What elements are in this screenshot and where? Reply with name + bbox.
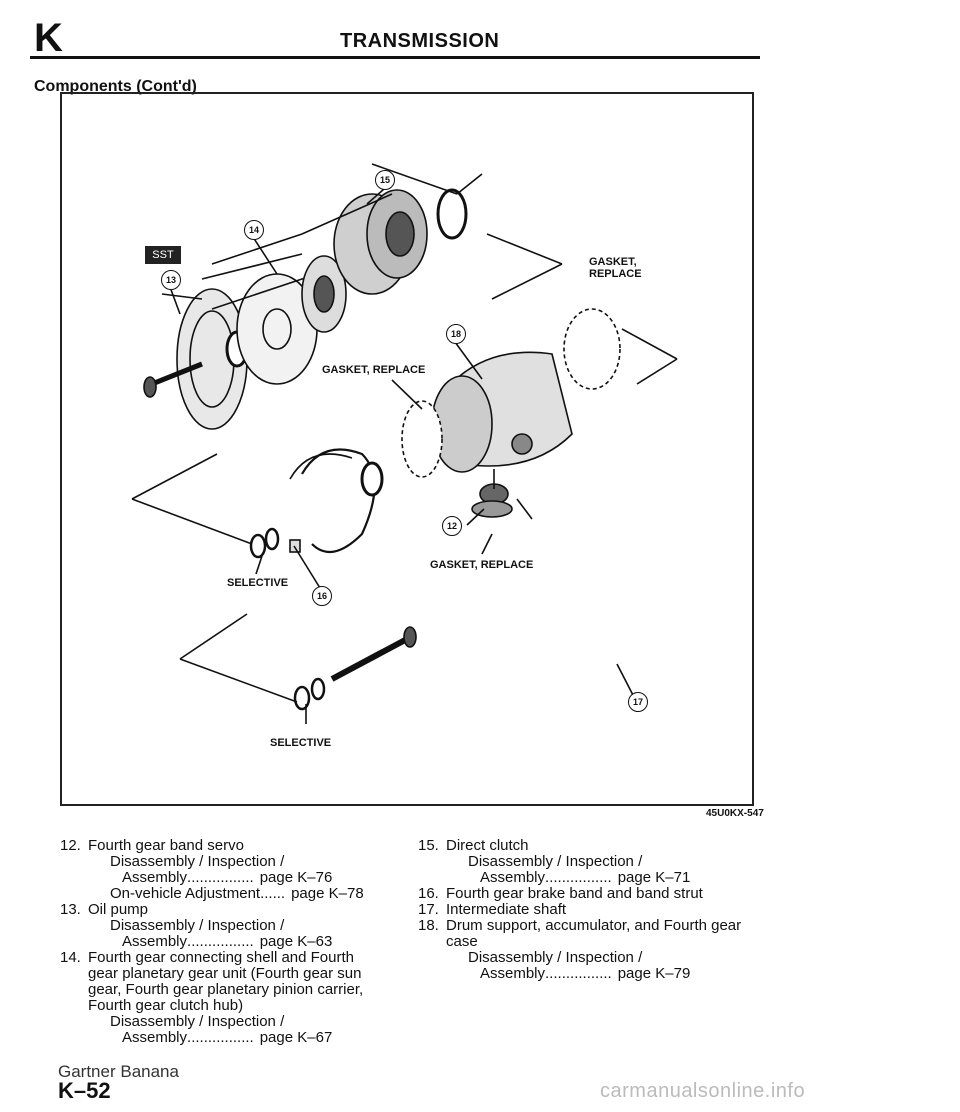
item-number: 18. <box>418 917 439 934</box>
ref-label: Assembly <box>480 965 546 982</box>
item-title: Drum support, accumulator, and Fourth ge… <box>446 917 742 934</box>
item-continuation: case <box>446 933 478 950</box>
exploded-view-drawing <box>131 163 678 724</box>
item-number: 13. <box>60 901 81 918</box>
ref-dots: ................ <box>187 1029 254 1046</box>
item-number: 15. <box>418 837 439 854</box>
item-title: Fourth gear band servo <box>88 837 244 854</box>
ref-page: page K–78 <box>291 885 364 902</box>
callout-12: 12 <box>442 516 462 536</box>
item-title: Intermediate shaft <box>446 901 567 918</box>
label-gasket-replace-low: GASKET, REPLACE <box>430 559 534 571</box>
item-number: 14. <box>60 949 81 966</box>
exploded-view-figure: SST 15 14 13 18 12 16 17 GASKET, REPLACE… <box>60 92 754 806</box>
section-letter: K <box>34 16 63 60</box>
watermark-text: Gartner Banana <box>58 1062 179 1081</box>
list-item-18: 18. Drum support, accumulator, and Fourth… <box>418 918 778 934</box>
header-rule <box>30 56 760 59</box>
ref-page: page K–76 <box>259 869 333 886</box>
ref-dots: ...... <box>260 885 286 902</box>
item-continuation: gear, Fourth gear planetary pinion carri… <box>88 981 364 998</box>
section-title: Components (Cont'd) <box>34 78 197 95</box>
item-title: Oil pump <box>88 901 149 918</box>
callout-17: 17 <box>628 692 648 712</box>
page-ref: Assembly................ page K–76 <box>60 870 400 886</box>
item-sub: Disassembly / Inspection / <box>468 853 643 870</box>
item-title: Fourth gear brake band and band strut <box>446 885 703 902</box>
callout-15: 15 <box>375 170 395 190</box>
figure-code: 45U0KX-547 <box>706 808 764 819</box>
ref-page: page K–71 <box>617 869 691 886</box>
component-list-left: 12. Fourth gear band servo Disassembly / … <box>60 838 400 1046</box>
component-list-right: 15. Direct clutch Disassembly / Inspectio… <box>418 838 778 982</box>
page-ref: Assembly................ page K–63 <box>60 934 400 950</box>
ref-page: page K–63 <box>259 933 333 950</box>
list-item-16: 16. Fourth gear brake band and band strut <box>418 886 778 902</box>
callout-18: 18 <box>446 324 466 344</box>
item-sub: Disassembly / Inspection / <box>110 1013 285 1030</box>
list-item-17: 17. Intermediate shaft <box>418 902 778 918</box>
site-watermark: carmanualsonline.info <box>600 1080 806 1102</box>
item-number: 16. <box>418 885 439 902</box>
page-ref: On-vehicle Adjustment...... page K–78 <box>60 886 400 902</box>
item-sub: Disassembly / Inspection / <box>110 917 285 934</box>
ref-dots: ................ <box>545 965 612 982</box>
ref-page: page K–67 <box>259 1029 333 1046</box>
ref-label: Assembly <box>122 1029 188 1046</box>
label-selective-2: SELECTIVE <box>270 737 332 749</box>
page-ref: Assembly................ page K–71 <box>418 870 778 886</box>
ref-label: Assembly <box>480 869 546 886</box>
ref-label: Assembly <box>122 869 188 886</box>
list-item-12: 12. Fourth gear band servo <box>60 838 400 854</box>
label-selective-1: SELECTIVE <box>227 577 289 589</box>
item-title: Direct clutch <box>446 837 529 854</box>
callout-16: 16 <box>312 586 332 606</box>
label-gasket-replace-mid: GASKET, REPLACE <box>322 364 426 376</box>
ref-page: page K–79 <box>617 965 691 982</box>
item-number: 17. <box>418 901 439 918</box>
item-continuation: gear planetary gear unit (Fourth gear su… <box>88 965 362 982</box>
ref-dots: ................ <box>187 869 254 886</box>
item-sub: Disassembly / Inspection / <box>110 853 285 870</box>
list-item-14: 14. Fourth gear connecting shell and Four… <box>60 950 400 966</box>
ref-label: Assembly <box>122 933 188 950</box>
ref-dots: ................ <box>545 869 612 886</box>
ref-dots: ................ <box>187 933 254 950</box>
item-number: 12. <box>60 837 81 854</box>
page-header-title: TRANSMISSION <box>340 30 500 52</box>
sst-tag: SST <box>145 246 181 264</box>
callout-14: 14 <box>244 220 264 240</box>
callout-13: 13 <box>161 270 181 290</box>
ref-label: On-vehicle Adjustment <box>110 885 261 902</box>
list-item-15: 15. Direct clutch <box>418 838 778 854</box>
label-gasket-replace-top: GASKET, REPLACE <box>589 256 642 281</box>
page-ref: Assembly................ page K–67 <box>60 1030 400 1046</box>
list-item-13: 13. Oil pump <box>60 902 400 918</box>
item-title: Fourth gear connecting shell and Fourth <box>88 949 354 966</box>
page-number: K–52 <box>58 1078 111 1103</box>
item-sub: Disassembly / Inspection / <box>468 949 643 966</box>
item-continuation: Fourth gear clutch hub) <box>88 997 244 1014</box>
page-ref: Assembly................ page K–79 <box>418 966 778 982</box>
